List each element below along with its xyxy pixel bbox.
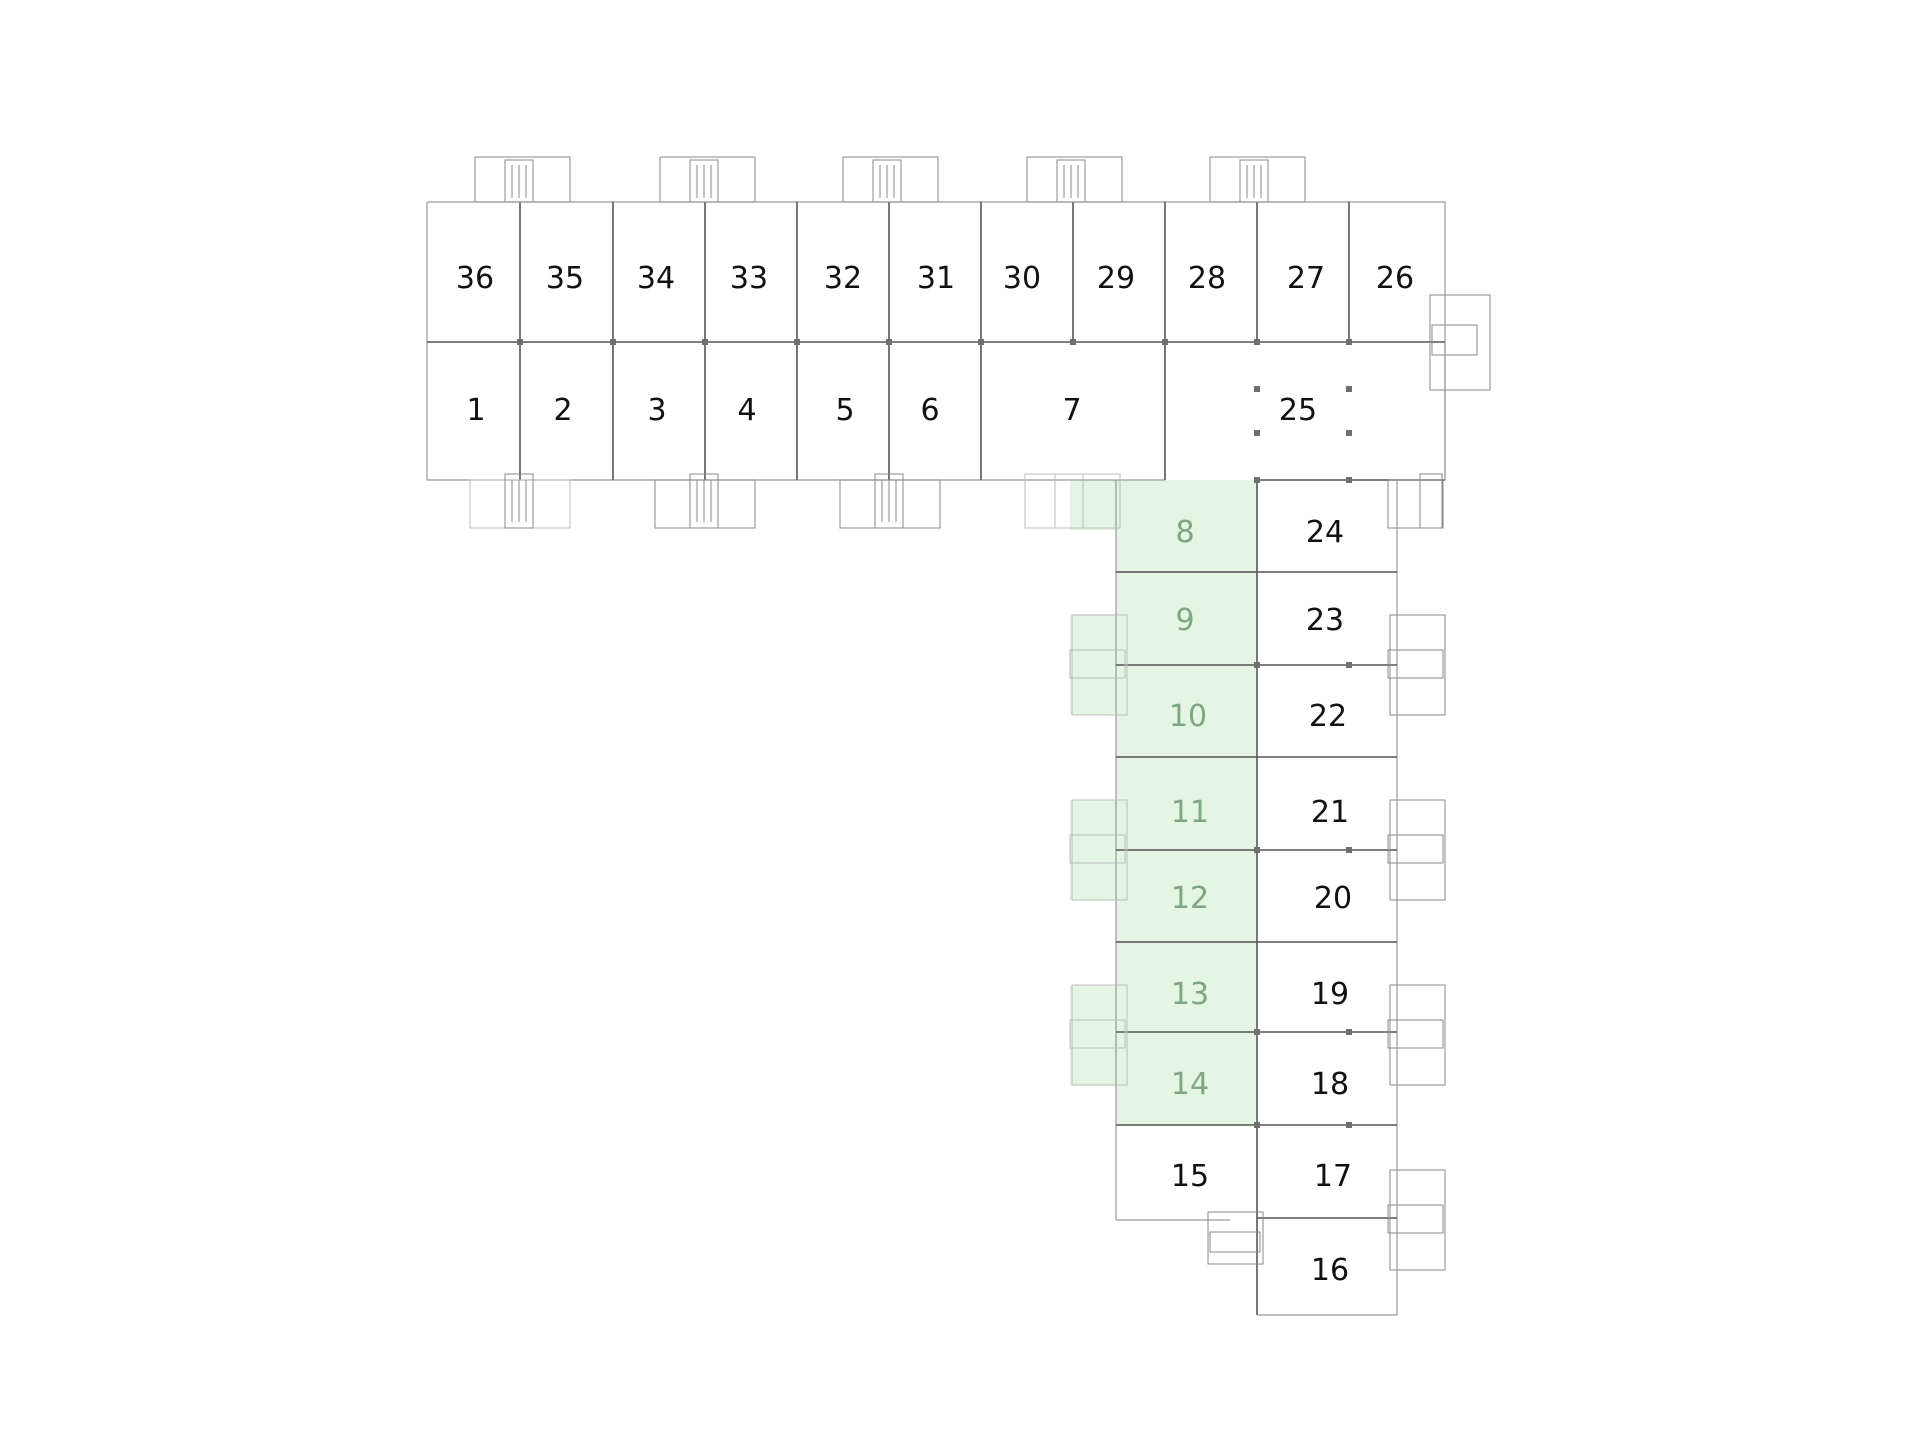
core-right-2 — [1387, 473, 1444, 529]
unit-label[interactable]: 7 — [1062, 393, 1081, 428]
unit-label[interactable]: 2 — [553, 393, 572, 428]
core-bottom-wing — [1207, 1211, 1264, 1265]
unit-label[interactable]: 3 — [647, 393, 666, 428]
unit-labels: 1 2 3 4 5 6 7 8 9 10 11 12 13 14 15 16 1… — [456, 261, 1414, 1288]
unit-label[interactable]: 27 — [1287, 261, 1325, 296]
core-top-4 — [1026, 156, 1123, 203]
core-top-3 — [842, 156, 939, 203]
unit-label[interactable]: 31 — [917, 261, 955, 296]
core-bottom-3 — [839, 473, 941, 529]
unit-label[interactable]: 35 — [546, 261, 584, 296]
unit-label[interactable]: 20 — [1314, 881, 1352, 916]
core-top-2 — [659, 156, 756, 203]
core-left-2 — [1069, 799, 1128, 901]
unit-label[interactable]: 13 — [1171, 977, 1209, 1012]
unit-label[interactable]: 16 — [1311, 1253, 1349, 1288]
unit-label[interactable]: 9 — [1175, 603, 1194, 638]
unit-label[interactable]: 15 — [1171, 1159, 1209, 1194]
unit-label[interactable]: 14 — [1171, 1067, 1209, 1102]
unit-label[interactable]: 24 — [1306, 515, 1344, 550]
highlight-zone — [1070, 480, 1256, 1125]
core-right-1 — [1429, 294, 1491, 391]
unit-label[interactable]: 18 — [1311, 1067, 1349, 1102]
service-cores — [469, 156, 1491, 1271]
unit-label[interactable]: 28 — [1188, 261, 1226, 296]
unit-label[interactable]: 10 — [1169, 699, 1207, 734]
unit-label[interactable]: 30 — [1003, 261, 1041, 296]
core-left-3 — [1069, 984, 1128, 1086]
unit-label[interactable]: 22 — [1309, 699, 1347, 734]
unit-label[interactable]: 12 — [1171, 881, 1209, 916]
unit-label[interactable]: 23 — [1306, 603, 1344, 638]
unit-label[interactable]: 1 — [466, 393, 485, 428]
unit-label[interactable]: 26 — [1376, 261, 1414, 296]
core-bottom-4 — [1024, 473, 1121, 529]
unit-label[interactable]: 5 — [835, 393, 854, 428]
unit-label[interactable]: 21 — [1311, 795, 1349, 830]
unit-label[interactable]: 8 — [1175, 515, 1194, 550]
core-left-1 — [1069, 614, 1128, 716]
unit-label[interactable]: 29 — [1097, 261, 1135, 296]
unit-label[interactable]: 17 — [1314, 1159, 1352, 1194]
core-bottom-2 — [654, 473, 756, 529]
core-bottom-1 — [469, 473, 571, 529]
unit-label[interactable]: 25 — [1279, 393, 1317, 428]
unit-label[interactable]: 19 — [1311, 977, 1349, 1012]
unit-label[interactable]: 11 — [1171, 795, 1209, 830]
core-right-5 — [1387, 984, 1446, 1086]
walls — [426, 201, 1446, 1316]
unit-label[interactable]: 34 — [637, 261, 675, 296]
columns — [517, 339, 1352, 1128]
unit-label[interactable]: 6 — [920, 393, 939, 428]
core-right-3 — [1387, 614, 1446, 716]
unit-label[interactable]: 32 — [824, 261, 862, 296]
core-right-4 — [1387, 799, 1446, 901]
unit-label[interactable]: 33 — [730, 261, 768, 296]
core-top-1 — [474, 156, 571, 203]
unit-label[interactable]: 36 — [456, 261, 494, 296]
core-right-6 — [1387, 1169, 1446, 1271]
core-top-5 — [1209, 156, 1306, 203]
unit-label[interactable]: 4 — [737, 393, 756, 428]
